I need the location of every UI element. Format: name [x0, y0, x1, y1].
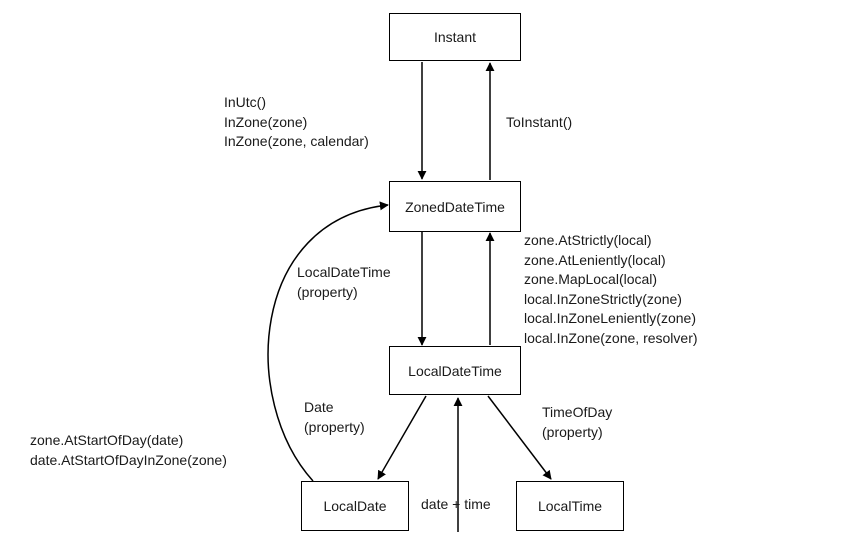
label-line: date.AtStartOfDayInZone(zone): [30, 451, 227, 468]
label-local-to-zoned-methods: zone.AtStrictly(local) zone.AtLeniently(…: [524, 231, 698, 348]
label-line: date + time: [421, 496, 491, 512]
node-zoned-date-time: ZonedDateTime: [389, 181, 521, 232]
label-line: ToInstant(): [506, 114, 573, 130]
label-line: local.InZoneLeniently(zone): [524, 310, 696, 326]
label-time-of-day-property: TimeOfDay (property): [542, 403, 612, 442]
node-local-date: LocalDate: [301, 481, 409, 531]
label-line: InUtc(): [224, 94, 266, 110]
label-date-property: Date (property): [304, 398, 365, 437]
label-to-instant-method: ToInstant(): [506, 113, 572, 133]
label-line: (property): [542, 423, 603, 440]
label-line: TimeOfDay: [542, 404, 613, 420]
label-line: local.InZone(zone, resolver): [524, 329, 698, 346]
arrow-localdate-to-zoned: [267, 201, 389, 482]
label-line: zone.MapLocal(local): [524, 271, 658, 287]
label-line: LocalDateTime: [297, 264, 391, 280]
label-line: Date: [304, 399, 334, 415]
label-line: (property): [304, 418, 365, 435]
label-date-plus-time: date + time: [421, 495, 491, 515]
label-line: zone.AtStartOfDay(date): [30, 432, 184, 448]
node-local-date-time: LocalDateTime: [389, 346, 521, 395]
label-local-date-time-property: LocalDateTime (property): [297, 263, 391, 302]
label-date-to-zoned-methods: zone.AtStartOfDay(date) date.AtStartOfDa…: [30, 431, 227, 470]
label-to-zoned-methods: InUtc() InZone(zone) InZone(zone, calend…: [224, 93, 369, 152]
arrow-localdatetime-to-localtime: [487, 395, 552, 480]
label-line: local.InZoneStrictly(zone): [524, 290, 682, 307]
label-line: InZone(zone): [224, 113, 308, 130]
label-line: zone.AtStrictly(local): [524, 232, 652, 248]
node-local-time: LocalTime: [516, 481, 624, 531]
label-line: InZone(zone, calendar): [224, 133, 369, 149]
arrow-localdatetime-to-localdate: [377, 395, 427, 480]
node-instant: Instant: [389, 13, 521, 61]
label-line: zone.AtLeniently(local): [524, 251, 666, 268]
label-line: (property): [297, 283, 358, 300]
